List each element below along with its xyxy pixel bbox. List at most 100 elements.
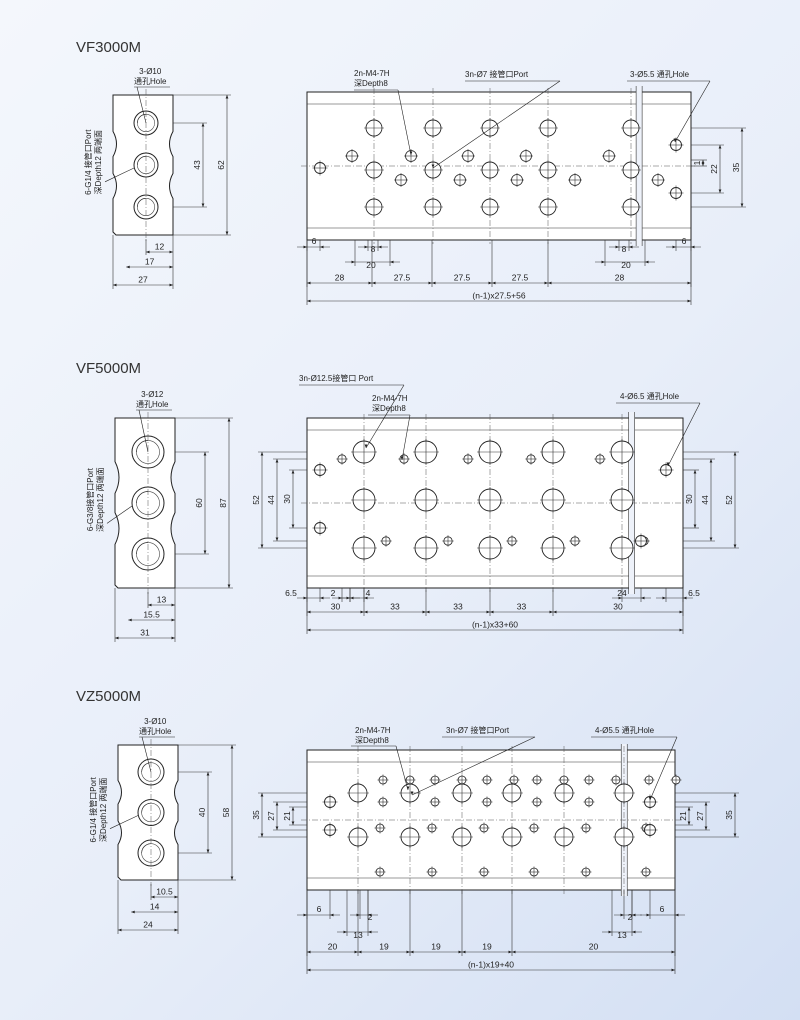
arrowhead: [693, 470, 697, 474]
arrowhead: [615, 245, 619, 249]
callout-label: 4-Ø5.5 通孔Hole: [595, 725, 655, 735]
arrowhead: [718, 145, 722, 149]
arrowhead: [679, 628, 683, 632]
arrowhead: [693, 524, 697, 528]
leader-line: [104, 167, 135, 183]
arrowhead: [291, 807, 295, 811]
arrowhead: [632, 930, 636, 934]
dimension-value: 14: [150, 902, 160, 912]
dimension-value: 62: [216, 160, 226, 170]
dimension-value: (n-1)x27.5+56: [472, 291, 525, 301]
arrowhead: [275, 826, 279, 830]
arrowhead: [230, 745, 234, 749]
dimension-value: 30: [282, 494, 292, 504]
arrowhead: [372, 281, 376, 285]
leader-line: [397, 89, 412, 156]
dimension-value: 28: [335, 273, 345, 283]
dimension-value: 44: [266, 495, 276, 505]
thread-arc: [137, 114, 147, 124]
arrowhead: [740, 203, 744, 207]
arrowhead: [320, 596, 324, 600]
arrowhead: [675, 913, 679, 917]
arrowhead: [171, 618, 175, 622]
arrowhead: [307, 610, 311, 614]
dimension-value: 27: [138, 275, 148, 285]
arrowhead: [291, 524, 295, 528]
arrowhead: [671, 968, 675, 972]
callout-label: 深Depth8: [372, 404, 406, 413]
arrowhead: [641, 596, 645, 600]
arrowhead: [203, 452, 207, 456]
dimension-value: 21: [282, 811, 292, 821]
arrowhead: [171, 603, 175, 607]
callout-label: 深Depth8: [355, 736, 389, 745]
arrowhead: [307, 299, 311, 303]
arrowhead: [307, 281, 311, 285]
dimension-value: 27.5: [512, 273, 529, 283]
arrowhead: [146, 250, 150, 254]
dimension-value: 6: [660, 904, 665, 914]
dimension-value: 4: [366, 588, 371, 598]
thread-arc: [141, 802, 152, 813]
dimension-value: 21: [678, 811, 688, 821]
thread-arc: [137, 198, 147, 208]
arrowhead: [203, 550, 207, 554]
arrowhead: [169, 265, 173, 269]
callout-label: 2n-M4-7H: [372, 394, 408, 403]
dimension-value: 30: [331, 602, 341, 612]
arrowhead: [260, 544, 264, 548]
port-label: 深Depth12 两端面: [98, 778, 108, 842]
dimension-value: 2: [368, 912, 373, 922]
dimension-value: 52: [724, 495, 734, 505]
arrowhead: [679, 610, 683, 614]
arrowhead: [368, 281, 372, 285]
dimension-value: 10.5: [156, 887, 173, 897]
dimension-value: 15.5: [143, 610, 160, 620]
thread-arc: [137, 156, 147, 166]
dimension-value: 30: [684, 494, 694, 504]
arrowhead: [206, 849, 210, 853]
dimension-value: 33: [517, 602, 527, 612]
leader-line: [411, 736, 536, 796]
arrowhead: [151, 895, 155, 899]
hole-label: 3-Ø10: [144, 717, 167, 726]
arrowhead: [174, 928, 178, 932]
arrowhead: [303, 596, 307, 600]
thread-arc: [136, 542, 149, 555]
arrowhead: [428, 281, 432, 285]
arrowhead: [704, 826, 708, 830]
arrowhead: [687, 299, 691, 303]
arrowhead: [390, 260, 394, 264]
arrowhead: [709, 537, 713, 541]
leader-line: [138, 409, 149, 453]
dimension-value: 40: [197, 808, 207, 818]
arrowhead: [488, 281, 492, 285]
arrowhead: [351, 260, 355, 264]
dimension-value: (n-1)x19+40: [468, 960, 514, 970]
callout-label: 深Depth8: [354, 79, 388, 88]
arrowhead: [128, 618, 132, 622]
arrowhead: [148, 603, 152, 607]
arrowhead: [553, 610, 557, 614]
arrowhead: [174, 910, 178, 914]
arrowhead: [662, 596, 666, 600]
arrowhead: [687, 281, 691, 285]
dimension-value: 19: [482, 942, 492, 952]
leader-line: [401, 414, 411, 461]
dimension-value: 12: [155, 242, 165, 252]
leader-line: [649, 736, 678, 801]
arrowhead: [307, 968, 311, 972]
arrowhead: [169, 250, 173, 254]
arrowhead: [431, 164, 435, 168]
arrowhead: [275, 802, 279, 806]
port-label: 6-G1/4 接管口Port: [83, 129, 93, 195]
port-label: 深Depth12 两端面: [95, 467, 105, 531]
arrowhead: [410, 950, 414, 954]
hole-label: 通孔Hole: [134, 76, 167, 86]
arrowhead: [364, 596, 368, 600]
section-title: VZ5000M: [76, 688, 141, 705]
hole-label: 3-Ø12: [141, 390, 164, 399]
arrowhead: [486, 610, 490, 614]
